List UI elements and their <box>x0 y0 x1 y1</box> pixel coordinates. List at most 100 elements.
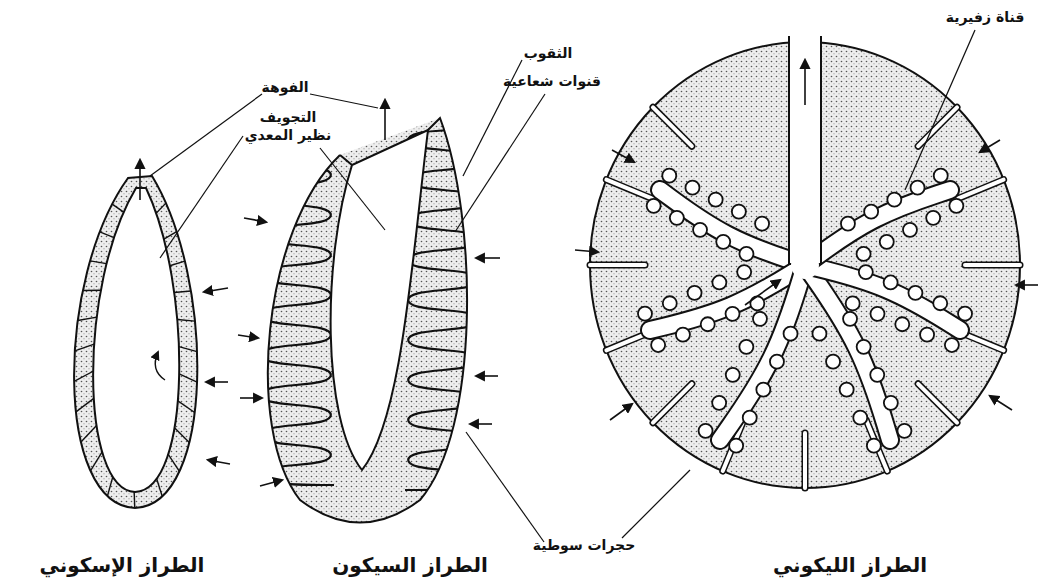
flagellated-chamber <box>911 181 925 195</box>
flow-arrow <box>238 335 258 338</box>
flagellated-chamber <box>663 296 677 310</box>
cell-boundary <box>75 344 94 351</box>
flagellated-chamber <box>739 340 753 354</box>
flagellated-chamber <box>853 411 867 425</box>
flagellated-chamber <box>755 217 769 231</box>
flagellated-chamber <box>732 205 746 219</box>
flagellated-chamber <box>726 368 740 382</box>
flagellated-chamber <box>676 328 690 342</box>
incurrent-canal <box>918 107 957 146</box>
flagellated-chamber <box>688 286 702 300</box>
cell-boundary <box>177 320 195 322</box>
spongocoel-label: التجويف نظير المعدي <box>244 109 332 144</box>
flagellated-chamber <box>651 338 665 352</box>
flagellated-chamber <box>933 296 947 310</box>
cell-boundary <box>74 371 93 381</box>
ostia-label: الثقوب <box>524 45 573 63</box>
excurrent-canal-label: قناة زفيرية <box>946 9 1025 27</box>
excurrent-canal <box>660 190 805 265</box>
flow-arrow <box>980 140 1000 152</box>
flagellated-chamber <box>903 223 917 237</box>
cell-boundary <box>107 477 112 496</box>
flagellated-chamber <box>662 169 676 183</box>
leader-line <box>320 148 385 230</box>
flow-arrow <box>804 60 806 105</box>
central-cavity <box>791 251 819 279</box>
flow-arrow <box>244 218 266 222</box>
incurrent-canal <box>653 384 692 423</box>
flagellated-chamber <box>897 424 911 438</box>
osculum-label: الفوهة <box>261 79 308 97</box>
flagellated-chamber <box>638 307 652 321</box>
flow-arrow <box>204 288 228 292</box>
excurrent-canal <box>805 190 950 265</box>
flagellated-chamber <box>753 312 767 326</box>
cell-boundary <box>178 401 195 413</box>
flagellated-chamber <box>712 396 726 410</box>
excurrent-canal <box>720 265 805 440</box>
flagellated-chamber <box>958 307 972 321</box>
spongocoel <box>93 188 179 492</box>
cell-boundary <box>76 398 94 411</box>
cell-boundary <box>133 492 135 508</box>
flagellated-chamber <box>709 193 723 207</box>
leader-line <box>466 432 544 542</box>
flow-arrow <box>240 397 262 399</box>
flagellated-chamber <box>739 247 753 261</box>
flagellated-chamber <box>867 439 881 453</box>
excurrent-canal <box>660 190 805 265</box>
flagellated-chamber <box>857 247 871 261</box>
flagellated-chamber <box>843 312 857 326</box>
flagellated-chamber <box>770 355 784 369</box>
flagellated-chamber <box>846 296 860 310</box>
flagellated-chamber <box>699 424 713 438</box>
type-caption: الطراز الليكوني <box>773 553 927 578</box>
flow-arrow <box>384 100 386 140</box>
leader-line <box>455 94 545 232</box>
flagellated-chamber <box>949 199 963 213</box>
flagellated-chamber <box>756 383 770 397</box>
incurrent-canal <box>918 107 957 146</box>
incurrent-canal <box>918 384 957 423</box>
cell-boundary <box>168 454 179 471</box>
cell-boundary <box>175 428 190 443</box>
flagellated-chamber <box>880 235 894 249</box>
cell-boundary <box>78 317 97 320</box>
flow-arrow <box>155 352 165 380</box>
cell-boundary <box>112 204 123 212</box>
flagellated-chamber <box>908 286 922 300</box>
body-outline <box>268 118 467 523</box>
flagellated-chamber <box>716 235 730 249</box>
flagellated-chamber <box>729 439 743 453</box>
flagellated-chamber <box>864 205 878 219</box>
flow-arrow <box>612 150 634 162</box>
flagellated-chamber <box>701 317 715 331</box>
flagellated-chamber <box>841 217 855 231</box>
flagellated-chamber <box>712 275 726 289</box>
leader-line <box>905 30 975 190</box>
flow-arrow <box>745 280 780 305</box>
body-wall <box>268 118 467 523</box>
flagellated-chamber <box>895 317 909 331</box>
flagellated-chamber <box>743 411 757 425</box>
excurrent-canal <box>720 265 805 440</box>
flagellated-chamber <box>934 169 948 183</box>
flow-arrow <box>260 480 282 486</box>
incurrent-canal <box>965 263 1020 267</box>
cell-boundary <box>83 290 101 292</box>
flagellated-chamber <box>840 383 854 397</box>
flow-arrow <box>470 423 492 425</box>
flagellated-chamber <box>693 223 707 237</box>
radial-canal-label: قنوات شعاعية <box>503 73 601 91</box>
incurrent-canal <box>802 433 809 488</box>
flow-arrow <box>476 257 500 259</box>
flagellated-chamber <box>884 275 898 289</box>
incurrent-canal <box>953 180 1004 201</box>
flow-arrow <box>575 250 598 252</box>
osculum-canal <box>790 34 820 263</box>
type-caption: الطراز الإسكوني <box>40 553 205 578</box>
flagellated-chamber <box>945 338 959 352</box>
incurrent-canal <box>653 107 692 146</box>
cell-boundary <box>100 232 114 238</box>
